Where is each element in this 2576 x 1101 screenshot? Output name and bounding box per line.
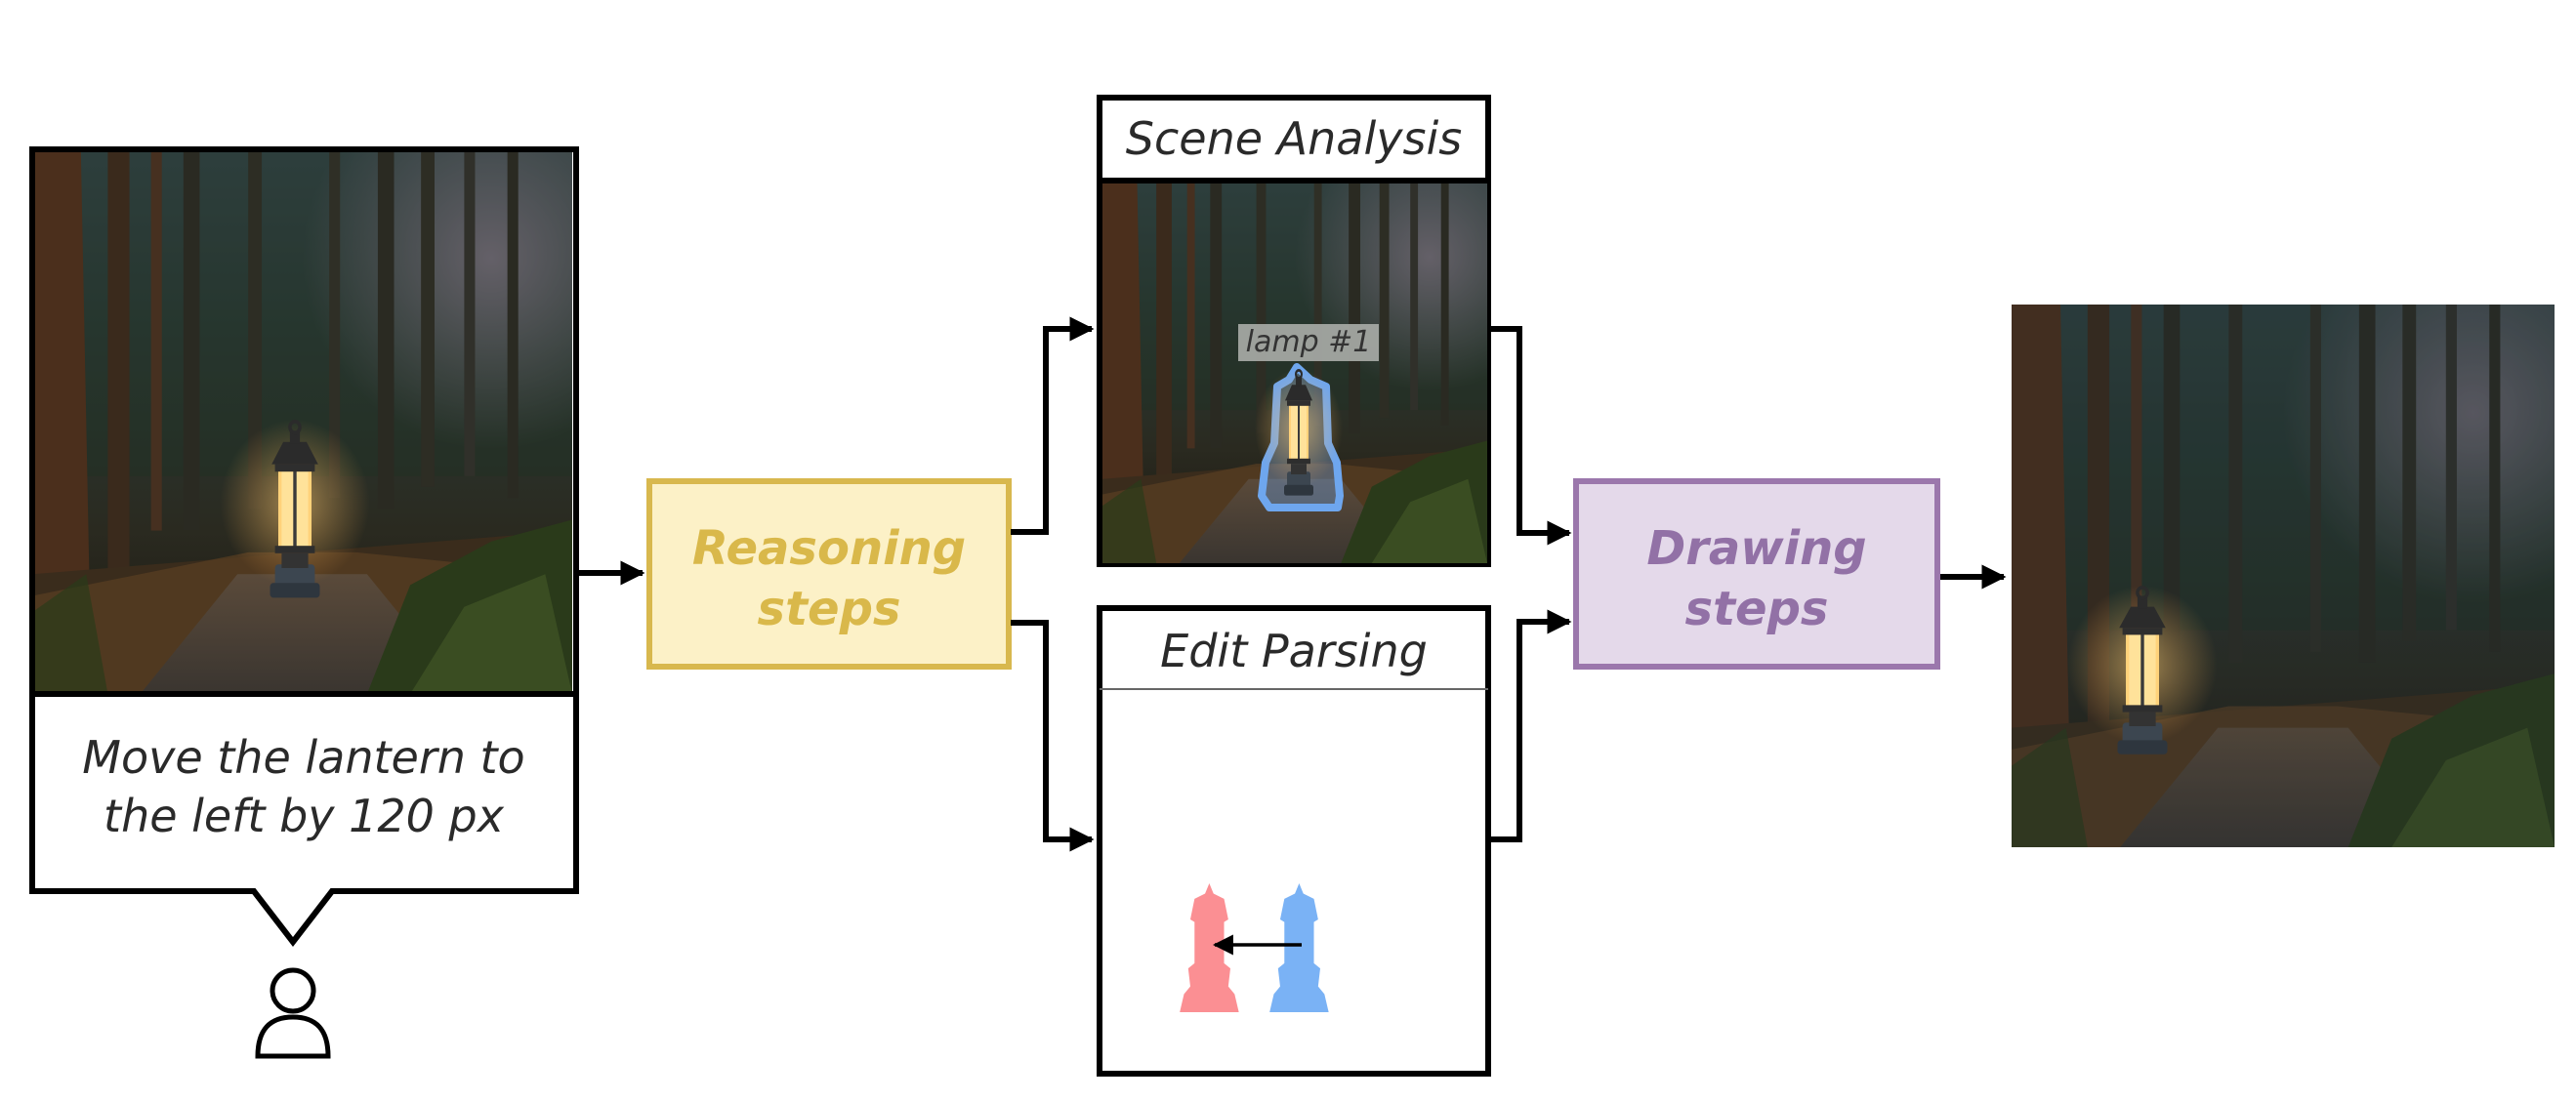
drawing-label-line1: Drawing xyxy=(1646,521,1866,576)
object-label-box xyxy=(1238,324,1379,361)
arrow-reasoning-to-edit-parsing xyxy=(1011,620,1095,852)
drawing-label-line2: steps xyxy=(1685,582,1829,636)
arrow-scene-analysis-to-drawing xyxy=(1491,326,1572,546)
output-image xyxy=(2012,305,2555,847)
arrow-edit-parsing-to-drawing xyxy=(1491,609,1572,842)
scene-analysis-panel: Scene Analysis lamp #1 xyxy=(1097,95,1491,567)
edit-parsing-title: Edit Parsing xyxy=(1160,625,1428,677)
user-icon xyxy=(255,967,331,1059)
reasoning-label-line2: steps xyxy=(758,582,901,636)
arrow-reasoning-to-scene-analysis xyxy=(1011,316,1095,535)
reasoning-label-line1: Reasoning xyxy=(692,521,966,576)
edit-parsing-panel: Edit Parsing xyxy=(1097,605,1491,1077)
scene-analysis-image: lamp #1 xyxy=(1102,181,1487,563)
drawing-steps-box: Drawing steps xyxy=(1573,478,1940,670)
reasoning-steps-box: Reasoning steps xyxy=(646,478,1012,670)
prompt-text-line1: Move the lantern to xyxy=(82,731,524,784)
input-image xyxy=(32,149,572,694)
object-label: lamp #1 xyxy=(1246,325,1372,359)
scene-analysis-title: Scene Analysis xyxy=(1126,112,1462,165)
prompt-text-line2: the left by 120 px xyxy=(104,790,505,842)
